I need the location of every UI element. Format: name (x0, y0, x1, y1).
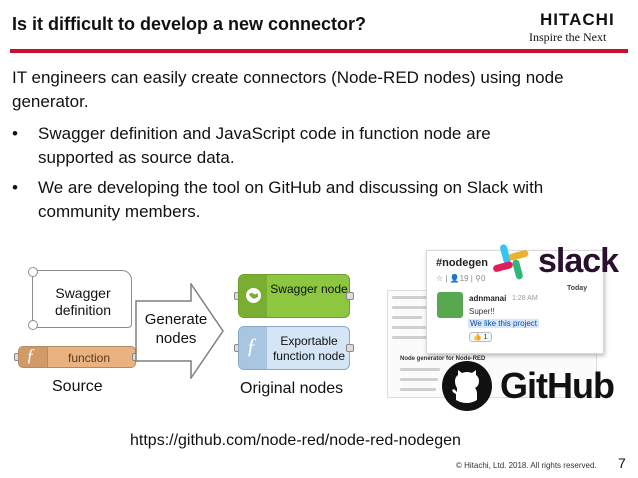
original-nodes-label: Original nodes (240, 380, 344, 397)
github-page-line (392, 336, 436, 339)
node-output-port (346, 292, 354, 300)
slack-channel-meta: ☆ | 👤19 | ⚲0 (436, 274, 486, 283)
scroll-curl-icon (28, 320, 38, 330)
github-page-line (392, 296, 452, 299)
slack-reaction: 👍 1 (469, 332, 492, 342)
node-output-port (346, 344, 354, 352)
bullet-text: Swagger definition and JavaScript code i… (38, 124, 491, 167)
bullet-symbol: • (12, 178, 18, 197)
page-number: 7 (618, 455, 626, 471)
scroll-curl-icon (28, 267, 38, 277)
slack-message: Super!! (469, 307, 495, 316)
slack-username: adnmanai (469, 294, 507, 303)
repository-link[interactable]: https://github.com/node-red/node-red-nod… (130, 432, 461, 449)
function-icon: ƒ (246, 333, 257, 358)
generate-nodes-label: Generate nodes (144, 311, 208, 347)
slack-timestamp: 1:28 AM (512, 295, 538, 302)
bullet-item: • We are developing the tool on GitHub a… (12, 176, 572, 224)
function-icon-box (19, 347, 48, 367)
github-page-line (400, 388, 436, 391)
generate-arrow (135, 283, 224, 379)
hitachi-logo: HITACHI (540, 10, 615, 29)
title-divider (10, 49, 628, 53)
globe-icon (246, 288, 261, 303)
function-icon: ƒ (26, 345, 35, 365)
bullet-symbol: • (12, 124, 18, 143)
intro-text: IT engineers can easily create connector… (12, 68, 564, 111)
avatar (437, 292, 463, 318)
github-octocat-icon (442, 361, 492, 411)
copyright-notice: © Hitachi, Ltd. 2018. All rights reserve… (456, 461, 597, 470)
swagger-document-shape (32, 270, 132, 328)
github-page-line (400, 368, 440, 371)
github-page-heading: Node generator for Node-RED (400, 356, 486, 362)
slack-message-highlight: We like this project (468, 319, 539, 328)
github-page-line (400, 378, 438, 381)
github-page-line (392, 316, 422, 319)
github-page-line (392, 306, 432, 309)
slack-wordmark: slack (538, 242, 619, 280)
swagger-definition-label: Swagger definition (54, 285, 112, 318)
bullet-item: • Swagger definition and JavaScript code… (12, 122, 572, 170)
hitachi-tagline: Inspire the Next (529, 30, 607, 44)
slack-day-divider: Today (567, 285, 588, 292)
slack-logo-icon (493, 244, 529, 280)
slide-title: Is it difficult to develop a new connect… (12, 14, 367, 34)
exportable-icon-box (239, 327, 267, 369)
slack-channel-name: #nodegen (436, 257, 488, 269)
source-label: Source (52, 378, 103, 395)
github-wordmark: GitHub (500, 365, 615, 406)
swagger-node-label: Swagger node (270, 282, 348, 296)
exportable-node-label: Exportable function node (272, 334, 346, 363)
function-node-label: function (68, 351, 111, 365)
bullet-text: We are developing the tool on GitHub and… (38, 178, 544, 221)
github-page-line (392, 326, 426, 329)
